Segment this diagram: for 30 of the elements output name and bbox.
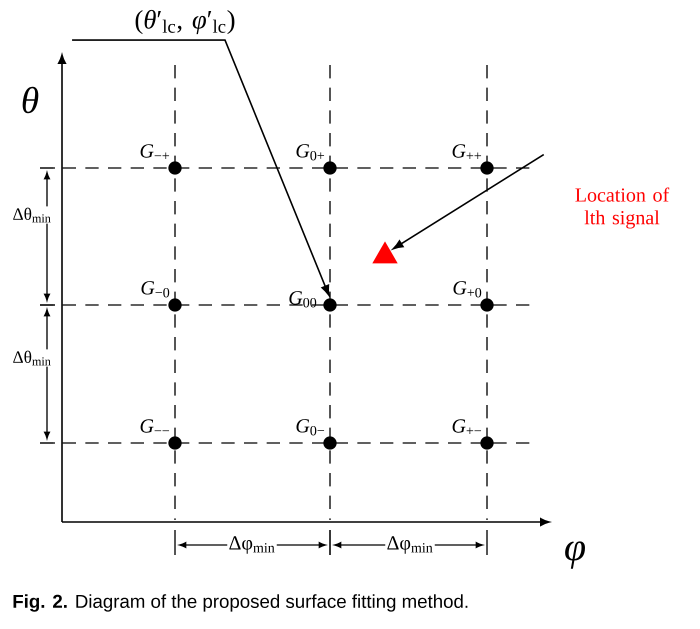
grid-point	[480, 436, 494, 450]
grid-point	[480, 298, 494, 312]
point-label: G$_{+0}$	[454, 281, 482, 298]
point-label: G$_{+−}$	[452, 419, 482, 434]
signal-marker	[372, 241, 398, 264]
dimension-label: Δφ$_{min}$	[227, 534, 277, 556]
dimension-label: Δθ$_{min}$	[11, 206, 53, 224]
point-label: G$_{0−}$	[296, 419, 324, 436]
grid-point	[168, 298, 182, 312]
grid-point	[323, 436, 337, 450]
grid-point	[168, 161, 182, 175]
grid-point	[323, 161, 337, 175]
point-label: G$_{−−}$	[140, 419, 170, 433]
leader-line	[72, 39, 330, 296]
axis-label: θ	[22, 86, 38, 114]
grid-point	[168, 436, 182, 450]
dimension-label: Δφ$_{min}$	[385, 534, 435, 556]
dimension-label: Δθ$_{min}$	[11, 349, 53, 367]
point-label: G$_{0+}$	[296, 144, 324, 160]
caption: Fig. 2. Diagram of the proposed surface fitting method.	[14, 594, 468, 612]
callout-text: Location of lth signal	[575, 187, 670, 229]
formula-label: (θ′$_{lc}$, φ′$_{lc}$)	[136, 10, 234, 34]
point-label: G$_{−+}$	[140, 144, 170, 160]
axis-label: φ	[565, 541, 585, 569]
grid-point	[323, 298, 337, 312]
point-label: G$_{00}$	[289, 291, 316, 308]
point-label: G$_{++}$	[452, 144, 482, 160]
grid-point	[480, 161, 494, 175]
point-label: G$_{−0}$	[142, 281, 170, 298]
arrow	[392, 154, 544, 250]
